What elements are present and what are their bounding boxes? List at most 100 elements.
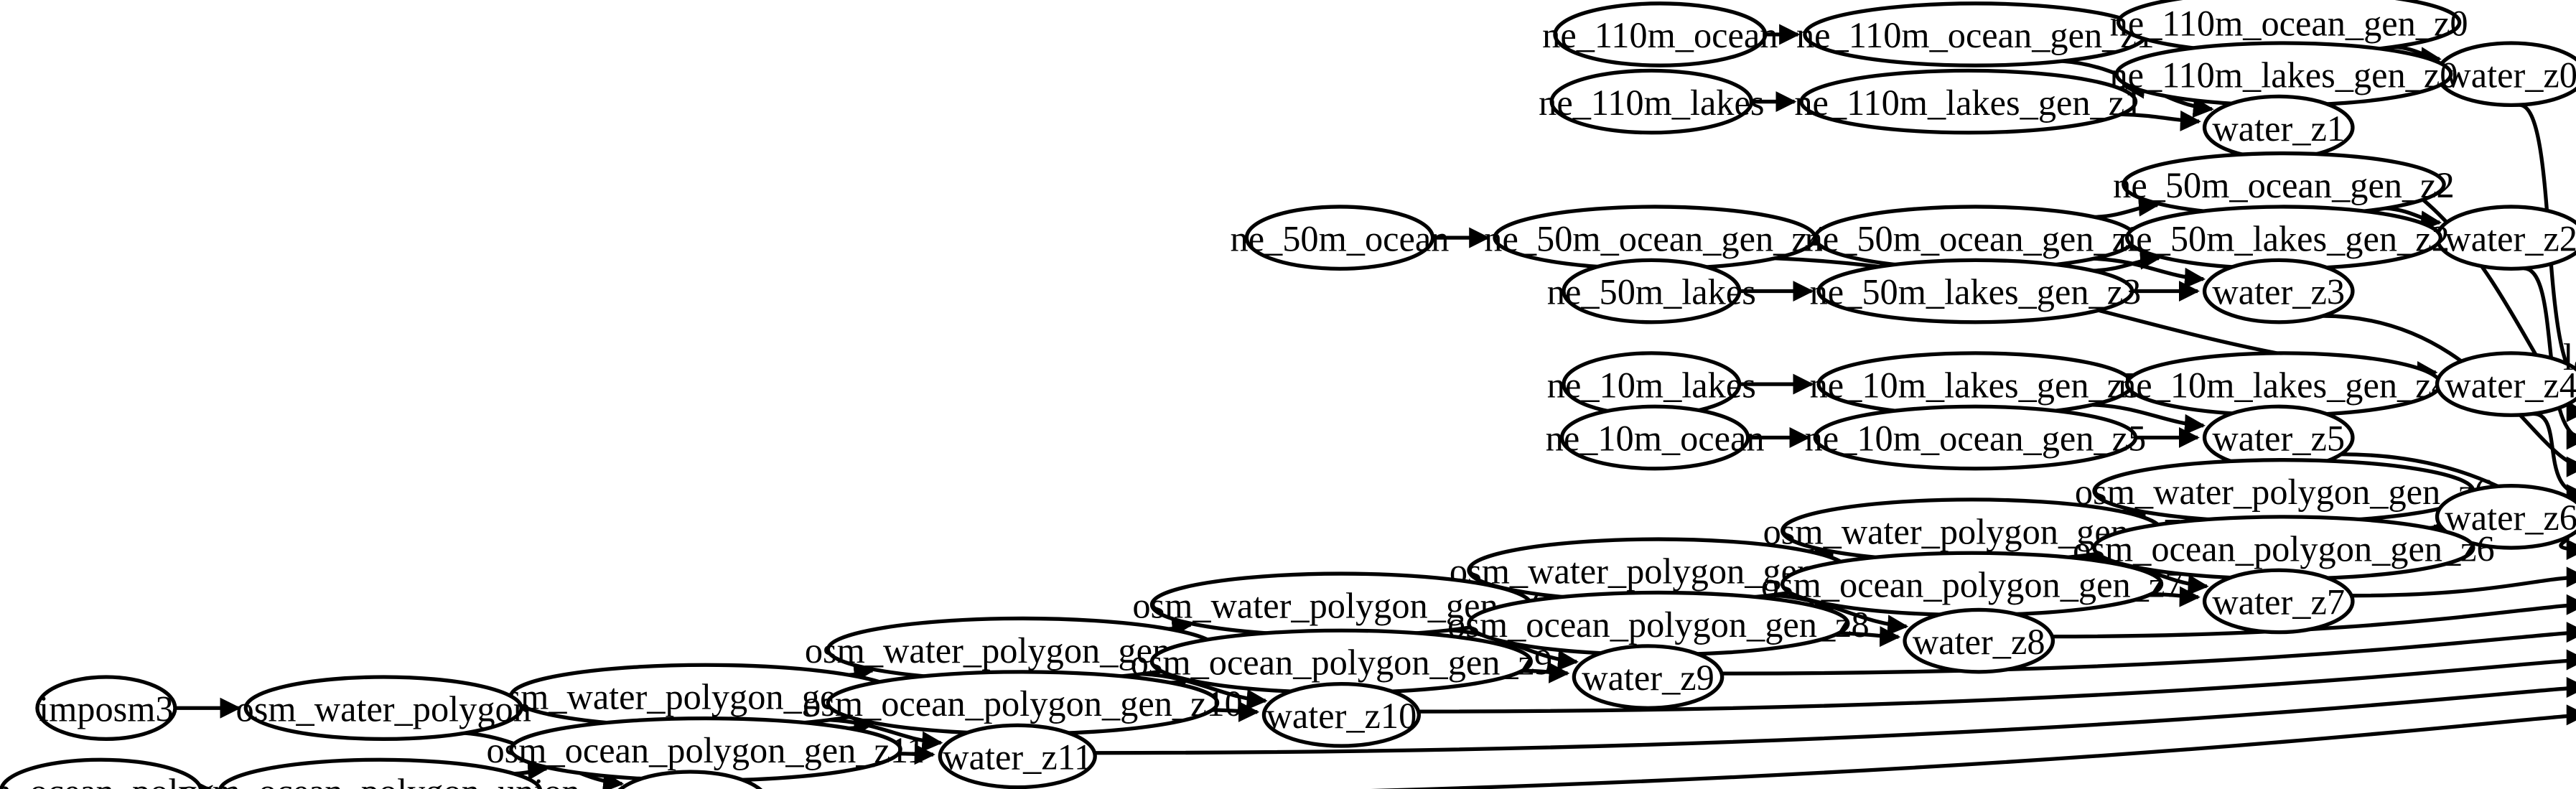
node-label: osm_ocean_polygon_gen_z9 bbox=[1131, 643, 1553, 683]
node-shape bbox=[1799, 68, 2138, 135]
node-label: ne_110m_lakes_gen_z0 bbox=[2109, 55, 2458, 95]
node-shape bbox=[1549, 68, 1754, 135]
node-water_z9[interactable]: water_z9 bbox=[1572, 644, 1725, 710]
node-label: water_z11 bbox=[943, 737, 1092, 778]
node-ne_110m_ocean_gen_z1[interactable]: ne_110m_ocean_gen_z1 bbox=[1796, 1, 2155, 67]
node-label: osm_ocean_polygon_gen_z7 bbox=[1761, 565, 2183, 605]
node-label: water_z4 bbox=[2445, 365, 2576, 405]
node-label: osm_ocean_polygon_gen_z11 bbox=[486, 730, 925, 770]
node-osm_water_polygon_gen_z10[interactable]: osm_water_polygon_gen_z10 bbox=[805, 616, 1241, 683]
node-water_z11[interactable]: water_z11 bbox=[938, 723, 1097, 789]
node-ne_10m_lakes_gen_z4[interactable]: ne_10m_lakes_gen_z4 bbox=[2118, 351, 2450, 417]
node-label: osm_ocean_polygon_gen_z10 bbox=[803, 683, 1243, 724]
node-ne_50m_ocean_gen_z2[interactable]: ne_50m_ocean_gen_z2 bbox=[2113, 151, 2455, 218]
edge-water_z11-to-layer_water-z11 bbox=[1094, 676, 2576, 755]
node-water_z3[interactable]: water_z3 bbox=[2202, 258, 2355, 325]
node-ne_110m_ocean[interactable]: ne_110m_ocean bbox=[1542, 1, 1778, 67]
node-osm_ocean_polygon_gen_z10[interactable]: osm_ocean_polygon_gen_z10 bbox=[803, 670, 1243, 736]
node-osm_ocean_polygon_gen_z11[interactable]: osm_ocean_polygon_gen_z11 bbox=[486, 716, 925, 783]
node-ne_10m_lakes[interactable]: ne_10m_lakes bbox=[1547, 351, 1756, 417]
node-water_z2[interactable]: water_z2 bbox=[2435, 205, 2576, 271]
node-ne_50m_lakes_gen_z3[interactable]: ne_50m_lakes_gen_z3 bbox=[1810, 258, 2142, 325]
node-label: ne_10m_ocean bbox=[1546, 419, 1765, 459]
edge-osm_ocean_polygon_gen_z7-to-water_z7 bbox=[2151, 586, 2201, 607]
node-label: ne_10m_ocean_gen_z5 bbox=[1805, 419, 2147, 459]
node-ne_110m_lakes_gen_z1[interactable]: ne_110m_lakes_gen_z1 bbox=[1794, 68, 2142, 135]
edge-osm_ocean_polygon_gen_z8-to-water_z8 bbox=[1838, 626, 1901, 648]
node-label: water_z12 bbox=[615, 783, 765, 789]
node-label: ne_50m_ocean_gen_z4 bbox=[1484, 218, 1826, 258]
node-label: water_z0 bbox=[2445, 55, 2576, 95]
node-label: imposm3 bbox=[39, 688, 174, 729]
node-label: water_z3 bbox=[2212, 272, 2345, 312]
node-osm_ocean_polygon[interactable]: osm_ocean_polygon bbox=[0, 757, 251, 789]
node-shape bbox=[2435, 351, 2576, 417]
node-ne_50m_lakes[interactable]: ne_50m_lakes bbox=[1547, 258, 1756, 325]
node-osm_water_polygon[interactable]: osm_water_polygon bbox=[236, 675, 531, 742]
node-ne_10m_ocean_gen_z5[interactable]: ne_10m_ocean_gen_z5 bbox=[1805, 404, 2147, 471]
node-label: ne_50m_lakes bbox=[1547, 272, 1756, 312]
node-shape bbox=[1816, 258, 2134, 325]
node-label: water_z8 bbox=[1913, 622, 2045, 662]
node-water_z1[interactable]: water_z1 bbox=[2202, 94, 2355, 161]
node-water_z8[interactable]: water_z8 bbox=[1903, 607, 2055, 674]
node-water_z6[interactable]: water_z6 bbox=[2435, 484, 2576, 550]
edge-ne_50m_lakes_gen_z3-to-ne_50m_lakes_gen_z2 bbox=[2093, 248, 2161, 273]
node-osm_ocean_polygon_gen_z8[interactable]: osm_ocean_polygon_gen_z8 bbox=[1447, 590, 1870, 657]
edge-water_z10-to-layer_water-z10 bbox=[1418, 649, 2576, 714]
edge-ne_110m_lakes_gen_z1-to-water_z1 bbox=[2121, 110, 2201, 131]
node-shape bbox=[2435, 484, 2576, 550]
edge-water_z12-to-layer_water-z12- bbox=[1368, 704, 2576, 789]
node-ne_50m_lakes_gen_z2[interactable]: ne_50m_lakes_gen_z2 bbox=[2118, 205, 2450, 271]
edge-osm_water_polygon_gen_z11-to-water_z11 bbox=[829, 718, 943, 752]
layer-water-table: layer_waterz0z1z2z3z4z5z6z7z8z9z10z11z12… bbox=[2563, 337, 2576, 378]
node-osm_water_polygon_gen_z6[interactable]: osm_water_polygon_gen_z6 bbox=[2075, 458, 2493, 524]
node-water_z0[interactable]: water_z0 bbox=[2435, 41, 2576, 107]
edge-osm_ocean_polygon_gen_z10-to-water_z10 bbox=[1212, 701, 1260, 722]
node-ne_50m_ocean[interactable]: ne_50m_ocean bbox=[1231, 205, 1450, 271]
node-label: osm_ocean_polygon_union bbox=[180, 772, 580, 789]
node-ne_110m_lakes_gen_z0[interactable]: ne_110m_lakes_gen_z0 bbox=[2109, 41, 2458, 108]
node-label: ne_110m_ocean bbox=[1542, 15, 1778, 55]
node-label: water_z6 bbox=[2445, 498, 2576, 538]
node-imposm3[interactable]: imposm3 bbox=[35, 675, 177, 742]
node-ne_10m_ocean[interactable]: ne_10m_ocean bbox=[1546, 404, 1765, 471]
node-water_z5[interactable]: water_z5 bbox=[2202, 404, 2355, 471]
node-label: osm_ocean_polygon_gen_z6 bbox=[2073, 528, 2495, 569]
node-water_z12[interactable]: water_z12 bbox=[612, 770, 767, 789]
edge-water_z9-to-layer_water-z9 bbox=[1722, 622, 2576, 676]
node-shape bbox=[2202, 568, 2355, 635]
edge-water_z2-to-layer_water-z2 bbox=[2523, 266, 2576, 450]
edge-water_z8-to-layer_water-z8 bbox=[2052, 594, 2576, 639]
node-shape bbox=[617, 770, 763, 789]
node-water_z7[interactable]: water_z7 bbox=[2202, 568, 2355, 635]
edge-osm_ocean_polygon_gen_z9-to-water_z9 bbox=[1522, 662, 1570, 683]
edge-osm_water_polygon_gen_z10-to-water_z10 bbox=[1142, 672, 1268, 710]
node-shape bbox=[1813, 404, 2138, 471]
node-ne_110m_ocean_gen_z0[interactable]: ne_110m_ocean_gen_z0 bbox=[2110, 0, 2468, 56]
node-label: osm_ocean_polygon_gen_z8 bbox=[1447, 604, 1870, 645]
node-osm_ocean_polygon_union[interactable]: osm_ocean_polygon_union bbox=[180, 757, 580, 789]
edge-osm_water_polygon_gen_z8-to-water_z8 bbox=[1771, 593, 1909, 636]
node-shape bbox=[1553, 1, 1768, 67]
node-ne_110m_lakes[interactable]: ne_110m_lakes bbox=[1539, 68, 1764, 135]
node-label: ne_50m_ocean_gen_z3 bbox=[1805, 218, 2147, 258]
node-water_z4[interactable]: water_z4 bbox=[2435, 351, 2576, 417]
edge-water_z7-to-layer_water-z7 bbox=[2351, 566, 2576, 598]
node-label: ne_50m_ocean bbox=[1231, 218, 1450, 258]
node-label: osm_water_polygon bbox=[236, 688, 531, 729]
node-label: ne_110m_ocean_gen_z0 bbox=[2110, 3, 2468, 43]
node-shape bbox=[938, 723, 1097, 789]
node-ne_50m_ocean_gen_z4[interactable]: ne_50m_ocean_gen_z4 bbox=[1484, 205, 1826, 271]
node-water_z10[interactable]: water_z10 bbox=[1261, 681, 1422, 748]
node-shape bbox=[1572, 644, 1725, 710]
node-label: osm_ocean_polygon bbox=[0, 772, 251, 789]
node-shape bbox=[1244, 205, 1435, 271]
node-shape bbox=[1562, 258, 1742, 325]
node-label: ne_10m_lakes_gen_z5 bbox=[1810, 365, 2142, 405]
node-shape bbox=[1559, 404, 1750, 471]
node-osm_ocean_polygon_gen_z6[interactable]: osm_ocean_polygon_gen_z6 bbox=[2073, 515, 2495, 581]
node-ne_10m_lakes_gen_z5[interactable]: ne_10m_lakes_gen_z5 bbox=[1810, 351, 2142, 417]
node-label: ne_110m_lakes_gen_z1 bbox=[1794, 83, 2142, 123]
